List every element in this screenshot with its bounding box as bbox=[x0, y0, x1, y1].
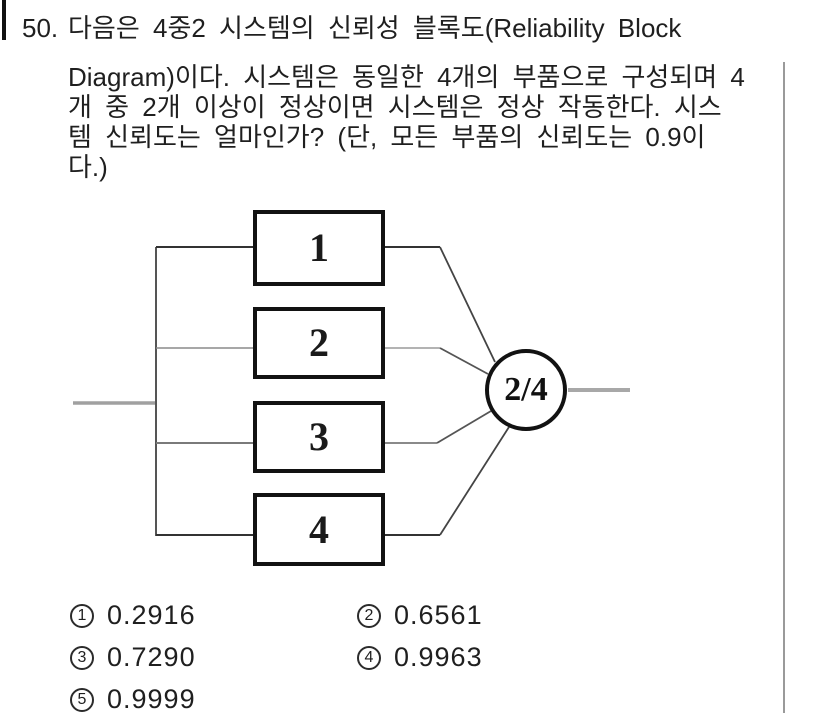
option-4-marker: 4 bbox=[357, 645, 381, 670]
question-text-line-3: 템 신뢰도는 얼마인가? (단, 모든 부품의 신뢰도는 0.9이 bbox=[68, 122, 706, 152]
question-text-line-4: 다.) bbox=[68, 152, 108, 182]
block-2-label: 2 bbox=[309, 320, 329, 365]
wire-block-1-to-gate bbox=[439, 246, 496, 363]
option-3-value: 0.7290 bbox=[107, 642, 196, 672]
question-text-line-2: 개 중 2개 이상이 정상이면 시스템은 정상 작동한다. 시스 bbox=[68, 92, 722, 122]
answer-option-4: 4 0.9963 bbox=[357, 642, 483, 673]
voting-gate-2-of-4: 2/4 bbox=[485, 349, 567, 431]
block-1-label: 1 bbox=[309, 225, 329, 270]
question-first-line: 50. 다음은 4중2 시스템의 신뢰성 블록도(Reliability Bloc… bbox=[22, 13, 681, 43]
block-4-label: 4 bbox=[309, 506, 329, 552]
answer-option-1: 1 0.2916 bbox=[70, 600, 196, 631]
left-margin-bar bbox=[2, 0, 6, 40]
option-1-value: 0.2916 bbox=[107, 600, 196, 630]
question-number: 50. bbox=[22, 13, 59, 43]
wire-block-3-to-gate bbox=[436, 410, 492, 444]
option-2-value: 0.6561 bbox=[394, 600, 483, 630]
wire-block-4-to-gate bbox=[439, 426, 510, 536]
answer-option-5: 5 0.9999 bbox=[70, 684, 196, 715]
option-5-value: 0.9999 bbox=[107, 684, 196, 714]
block-4: 4 bbox=[253, 493, 385, 566]
option-5-marker: 5 bbox=[70, 687, 94, 712]
block-1: 1 bbox=[253, 210, 385, 286]
answer-option-3: 3 0.7290 bbox=[70, 642, 196, 673]
option-3-marker: 3 bbox=[70, 645, 94, 670]
voting-gate-label: 2/4 bbox=[504, 371, 548, 408]
block-3: 3 bbox=[253, 401, 385, 473]
block-3-label: 3 bbox=[309, 414, 329, 459]
answer-option-2: 2 0.6561 bbox=[357, 600, 483, 631]
option-1-marker: 1 bbox=[70, 603, 94, 628]
question-text-line-0: 다음은 4중2 시스템의 신뢰성 블록도(Reliability Block bbox=[68, 13, 682, 43]
wire-block-2-to-gate bbox=[439, 347, 489, 375]
option-4-value: 0.9963 bbox=[394, 642, 483, 672]
option-2-marker: 2 bbox=[357, 603, 381, 628]
block-2: 2 bbox=[253, 307, 385, 379]
column-divider-rule bbox=[783, 62, 785, 713]
question-text-line-1: Diagram)이다. 시스템은 동일한 4개의 부품으로 구성되며 4 bbox=[68, 62, 745, 92]
